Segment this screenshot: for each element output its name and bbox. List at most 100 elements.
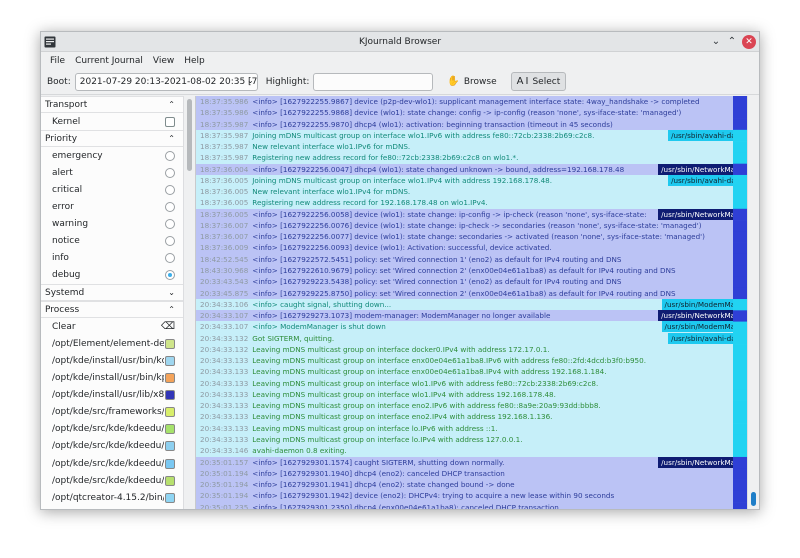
process-item[interactable]: /opt/kde/src/kde/kdeedu/b... (41, 455, 183, 472)
process-item[interactable]: /opt/Element/element-deskt... (41, 335, 183, 352)
process-color-checkbox[interactable] (165, 475, 175, 486)
log-entry[interactable]: 20:33:43.543<info> [1627929223.5438] pol… (196, 276, 759, 288)
kernel-filter[interactable]: Kernel (41, 113, 183, 130)
priority-header[interactable]: Priority ⌃ (41, 130, 183, 148)
priority-item-warning[interactable]: warning (41, 216, 183, 233)
priority-item-alert[interactable]: alert (41, 164, 183, 181)
title-bar[interactable]: KJournald Browser ⌄ ⌃ ✕ (41, 32, 759, 52)
log-entry[interactable]: 20:34:33.107<info> [1627929273.1073] mod… (196, 310, 759, 322)
kernel-checkbox[interactable] (165, 116, 175, 127)
priority-radio[interactable] (165, 253, 175, 264)
minimize-icon[interactable]: ⌄ (711, 36, 721, 47)
process-color-checkbox[interactable] (165, 441, 175, 452)
systemd-header[interactable]: Systemd ⌄ (41, 284, 183, 302)
log-entry[interactable]: 18:37:35.987<info> [1627922255.9870] dhc… (196, 118, 759, 130)
log-timestamp: 18:37:35.987 (200, 153, 249, 163)
clear-button[interactable]: Clear ⌫ (41, 318, 183, 335)
log-entry[interactable]: 18:37:35.986<info> [1627922255.9867] dev… (196, 96, 759, 108)
priority-radio[interactable] (165, 202, 175, 213)
maximize-icon[interactable]: ⌃ (727, 36, 737, 47)
log-entry[interactable]: 20:35:01.194<info> [1627929301.1942] dev… (196, 490, 759, 502)
priority-item-debug[interactable]: debug (41, 267, 183, 284)
priority-item-error[interactable]: error (41, 199, 183, 216)
process-header[interactable]: Process ⌃ (41, 301, 183, 319)
process-item[interactable]: /opt/qtcreator-4.15.2/bin/qt... (41, 489, 183, 506)
log-entry[interactable]: 18:37:36.005<info> [1627922256.0058] dev… (196, 208, 759, 220)
process-color-checkbox[interactable] (165, 338, 175, 349)
browse-button[interactable]: ✋ Browse (441, 72, 502, 91)
log-entry[interactable]: 20:33:45.875<info> [1627929225.8750] pol… (196, 287, 759, 299)
process-item[interactable]: /opt/kde/install/usr/bin/kpa... (41, 370, 183, 387)
log-entry[interactable]: 18:37:36.009<info> [1627922256.0093] dev… (196, 242, 759, 254)
priority-radio[interactable] (165, 185, 175, 196)
log-scrollbar-thumb[interactable] (751, 492, 756, 506)
menu-view[interactable]: View (152, 55, 175, 66)
priority-item-notice[interactable]: notice (41, 233, 183, 250)
process-item[interactable]: /opt/kde/src/frameworks/b... (41, 404, 183, 421)
process-color-checkbox[interactable] (165, 492, 175, 503)
process-item[interactable]: /opt/kde/src/kde/kdeedu/b... (41, 438, 183, 455)
log-entry[interactable]: 18:42:52.545<info> [1627922572.5451] pol… (196, 253, 759, 265)
menu-help[interactable]: Help (184, 55, 205, 66)
process-color-checkbox[interactable] (165, 373, 175, 384)
priority-radio[interactable] (165, 167, 175, 178)
close-icon[interactable]: ✕ (742, 35, 756, 49)
priority-item-emergency[interactable]: emergency (41, 147, 183, 164)
highlight-input[interactable] (313, 72, 434, 91)
process-color-checkbox[interactable] (165, 407, 175, 418)
journal-log-view[interactable]: 18:37:35.986<info> [1627922255.9867] dev… (196, 96, 759, 509)
log-entry[interactable]: 18:37:36.007<info> [1627922256.0077] dev… (196, 231, 759, 243)
process-color-checkbox[interactable] (165, 458, 175, 469)
process-item[interactable]: /opt/kde/install/usr/lib/x86_... (41, 387, 183, 404)
process-color-checkbox[interactable] (165, 390, 175, 401)
process-item[interactable]: /opt/qtcreator-4.15.2/libexe... (41, 506, 183, 509)
log-entry[interactable]: 20:35:01.194<info> [1627929301.1941] dhc… (196, 479, 759, 491)
process-item[interactable]: /opt/kde/src/kde/kdeedu/b... (41, 421, 183, 438)
log-scrollbar[interactable] (747, 96, 759, 509)
transport-header[interactable]: Transport ⌃ (41, 96, 183, 114)
priority-radio[interactable] (165, 236, 175, 247)
process-item[interactable]: /opt/kde/install/usr/bin/kde... (41, 352, 183, 369)
log-entry[interactable]: 20:35:01.157<info> [1627929301.1574] cau… (196, 456, 759, 468)
priority-radio[interactable] (165, 150, 175, 161)
process-color-mark (733, 276, 747, 289)
log-entry[interactable]: 20:35:01.235<info> [1627929301.2350] dhc… (196, 501, 759, 509)
priority-item-critical[interactable]: critical (41, 181, 183, 198)
select-button[interactable]: A I Select (510, 72, 567, 91)
menu-file[interactable]: File (50, 55, 66, 66)
priority-item-info[interactable]: info (41, 250, 183, 267)
log-entry[interactable]: 18:43:30.968<info> [1627922610.9679] pol… (196, 264, 759, 277)
process-item[interactable]: /opt/kde/src/kde/kdeedu/b... (41, 472, 183, 489)
process-color-checkbox[interactable] (165, 424, 175, 435)
priority-radio[interactable] (165, 270, 175, 281)
menu-current-journal[interactable]: Current Journal (75, 55, 143, 66)
sidebar-scrollbar[interactable] (183, 96, 195, 509)
process-color-checkbox[interactable] (165, 355, 175, 366)
priority-radio[interactable] (165, 219, 175, 230)
boot-select[interactable]: 2021-07-29 20:13-2021-08-02 20:35 [750d2… (74, 72, 258, 91)
log-entry[interactable]: 18:37:35.986<info> [1627922255.9868] dev… (196, 107, 759, 119)
log-entry[interactable]: 20:35:01.194<info> [1627929301.1940] dhc… (196, 467, 759, 480)
log-entry[interactable]: 18:37:36.004<info> [1627922256.0047] dhc… (196, 163, 759, 175)
sidebar-scrollbar-thumb[interactable] (187, 99, 192, 171)
log-entry[interactable]: 18:37:36.007<info> [1627922256.0076] dev… (196, 219, 759, 232)
log-entry[interactable]: 20:34:33.107<info> ModemManager is shut … (196, 321, 759, 333)
log-entry[interactable]: 20:34:33.106<info> caught signal, shutti… (196, 298, 759, 311)
